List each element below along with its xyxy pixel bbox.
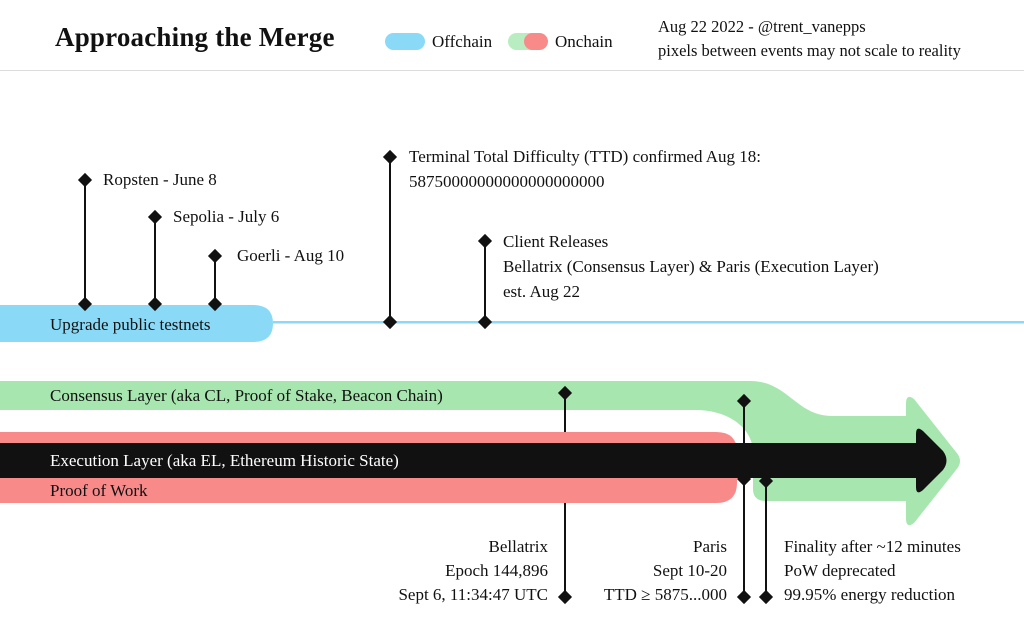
goerli-top-diamond-icon (207, 248, 223, 264)
ropsten-bottom-diamond-icon (77, 296, 93, 312)
paris-marker-line (742, 401, 746, 597)
header: Approaching the Merge Offchain Onchain A… (0, 0, 1024, 70)
offchain-legend-label: Offchain (432, 32, 493, 51)
bellatrix-label: Bellatrix Epoch 144,896 Sept 6, 11:34:47… (398, 537, 548, 604)
testnets-track-label: Upgrade public testnets (50, 315, 211, 334)
finality-marker-line (764, 481, 768, 597)
sepolia-bottom-diamond-icon (147, 296, 163, 312)
client-marker-line (483, 241, 487, 323)
ropsten-top-diamond-icon (77, 172, 93, 188)
client-bottom-diamond-icon (477, 314, 493, 330)
testnets-band (0, 305, 273, 342)
goerli-marker-line (213, 256, 217, 306)
header-divider (0, 70, 1024, 71)
execution-arrow (0, 428, 947, 493)
goerli-label: Goerli - Aug 10 (237, 246, 345, 265)
consensus-track-label: Consensus Layer (aka CL, Proof of Stake,… (50, 386, 443, 405)
pow-track-label: Proof of Work (50, 481, 148, 500)
ropsten-label: Ropsten - June 8 (103, 170, 217, 189)
testnets-thin-line (273, 321, 1024, 324)
goerli-bottom-diamond-icon (207, 296, 223, 312)
client-top-diamond-icon (477, 233, 493, 249)
execution-track-label: Execution Layer (aka EL, Ethereum Histor… (50, 451, 399, 470)
ttd-top-diamond-icon (382, 149, 398, 165)
paris-label: Paris Sept 10-20 TTD ≥ 5875...000 (603, 537, 727, 604)
sepolia-label: Sepolia - July 6 (173, 207, 280, 226)
sepolia-marker-line (153, 217, 157, 306)
ttd-bottom-diamond-icon (382, 314, 398, 330)
ttd-label: Terminal Total Difficulty (TTD) confirme… (409, 147, 762, 191)
offchain-legend-swatch (385, 33, 425, 50)
credit-note: Aug 22 2022 - @trent_vanepps pixels betw… (658, 17, 961, 60)
ttd-marker-line (388, 157, 392, 323)
onchain-legend-red-half (524, 33, 548, 50)
finality-label: Finality after ~12 minutes PoW deprecate… (784, 537, 961, 604)
ropsten-marker-line (83, 180, 87, 306)
page-title: Approaching the Merge (55, 22, 335, 52)
client-releases-label: Client Releases Bellatrix (Consensus Lay… (503, 232, 879, 301)
onchain-legend-label: Onchain (555, 32, 613, 51)
sepolia-top-diamond-icon (147, 209, 163, 225)
onchain-legend-swatch (508, 33, 548, 50)
